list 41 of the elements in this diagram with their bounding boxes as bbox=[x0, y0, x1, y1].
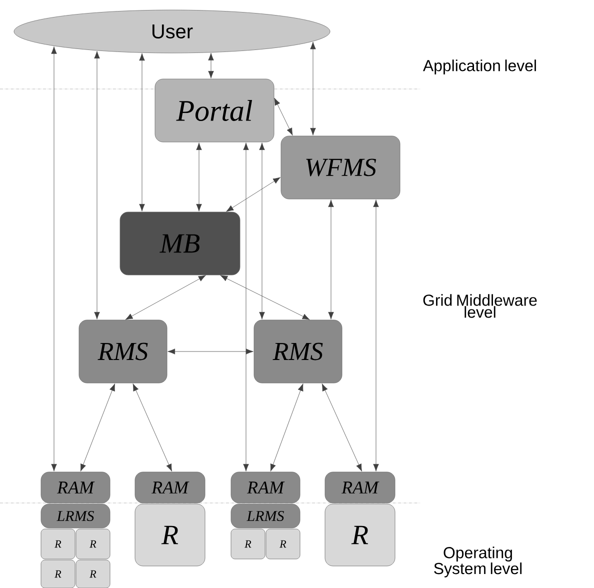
arrow bbox=[322, 384, 362, 472]
arrow bbox=[226, 177, 280, 212]
mb-box: MB bbox=[120, 212, 240, 276]
resource-box: R bbox=[76, 560, 110, 588]
arrow bbox=[243, 142, 249, 472]
resource-box: R bbox=[134, 504, 206, 566]
ram-box: RAM bbox=[40, 472, 110, 504]
arrow bbox=[270, 384, 304, 472]
resource-box: R bbox=[266, 528, 300, 560]
arrow bbox=[208, 52, 214, 78]
ram-box: RAM bbox=[230, 472, 300, 504]
arrow bbox=[139, 53, 145, 212]
level-label: Grid Middleware level bbox=[423, 294, 537, 318]
arrow bbox=[373, 200, 379, 472]
resource-box: R bbox=[76, 528, 110, 560]
arrow bbox=[274, 98, 293, 136]
resource-box: R bbox=[230, 528, 266, 560]
arrow bbox=[310, 42, 316, 136]
lrms-box: LRMS bbox=[40, 504, 110, 528]
arrow bbox=[259, 142, 265, 320]
arrow bbox=[196, 142, 202, 212]
arrow bbox=[168, 348, 254, 354]
ram-box: RAM bbox=[134, 472, 206, 504]
arrow bbox=[132, 384, 172, 472]
rms-box: RMS bbox=[78, 320, 168, 384]
arrow bbox=[125, 275, 206, 320]
rms-box: RMS bbox=[254, 320, 342, 384]
level-label: Operating System level bbox=[434, 546, 522, 578]
arrow bbox=[51, 46, 57, 472]
wfms-box: WFMS bbox=[280, 136, 400, 200]
arrow bbox=[328, 200, 334, 320]
level-label: Application level bbox=[423, 60, 536, 74]
portal-box: Portal bbox=[154, 78, 274, 142]
resource-box: R bbox=[324, 504, 396, 566]
ram-box: RAM bbox=[324, 472, 396, 504]
arrow bbox=[80, 384, 115, 472]
resource-box: R bbox=[40, 560, 76, 588]
lrms-box: LRMS bbox=[230, 504, 300, 528]
arrow bbox=[94, 51, 100, 320]
resource-box: R bbox=[40, 528, 76, 560]
arrow bbox=[220, 275, 310, 320]
